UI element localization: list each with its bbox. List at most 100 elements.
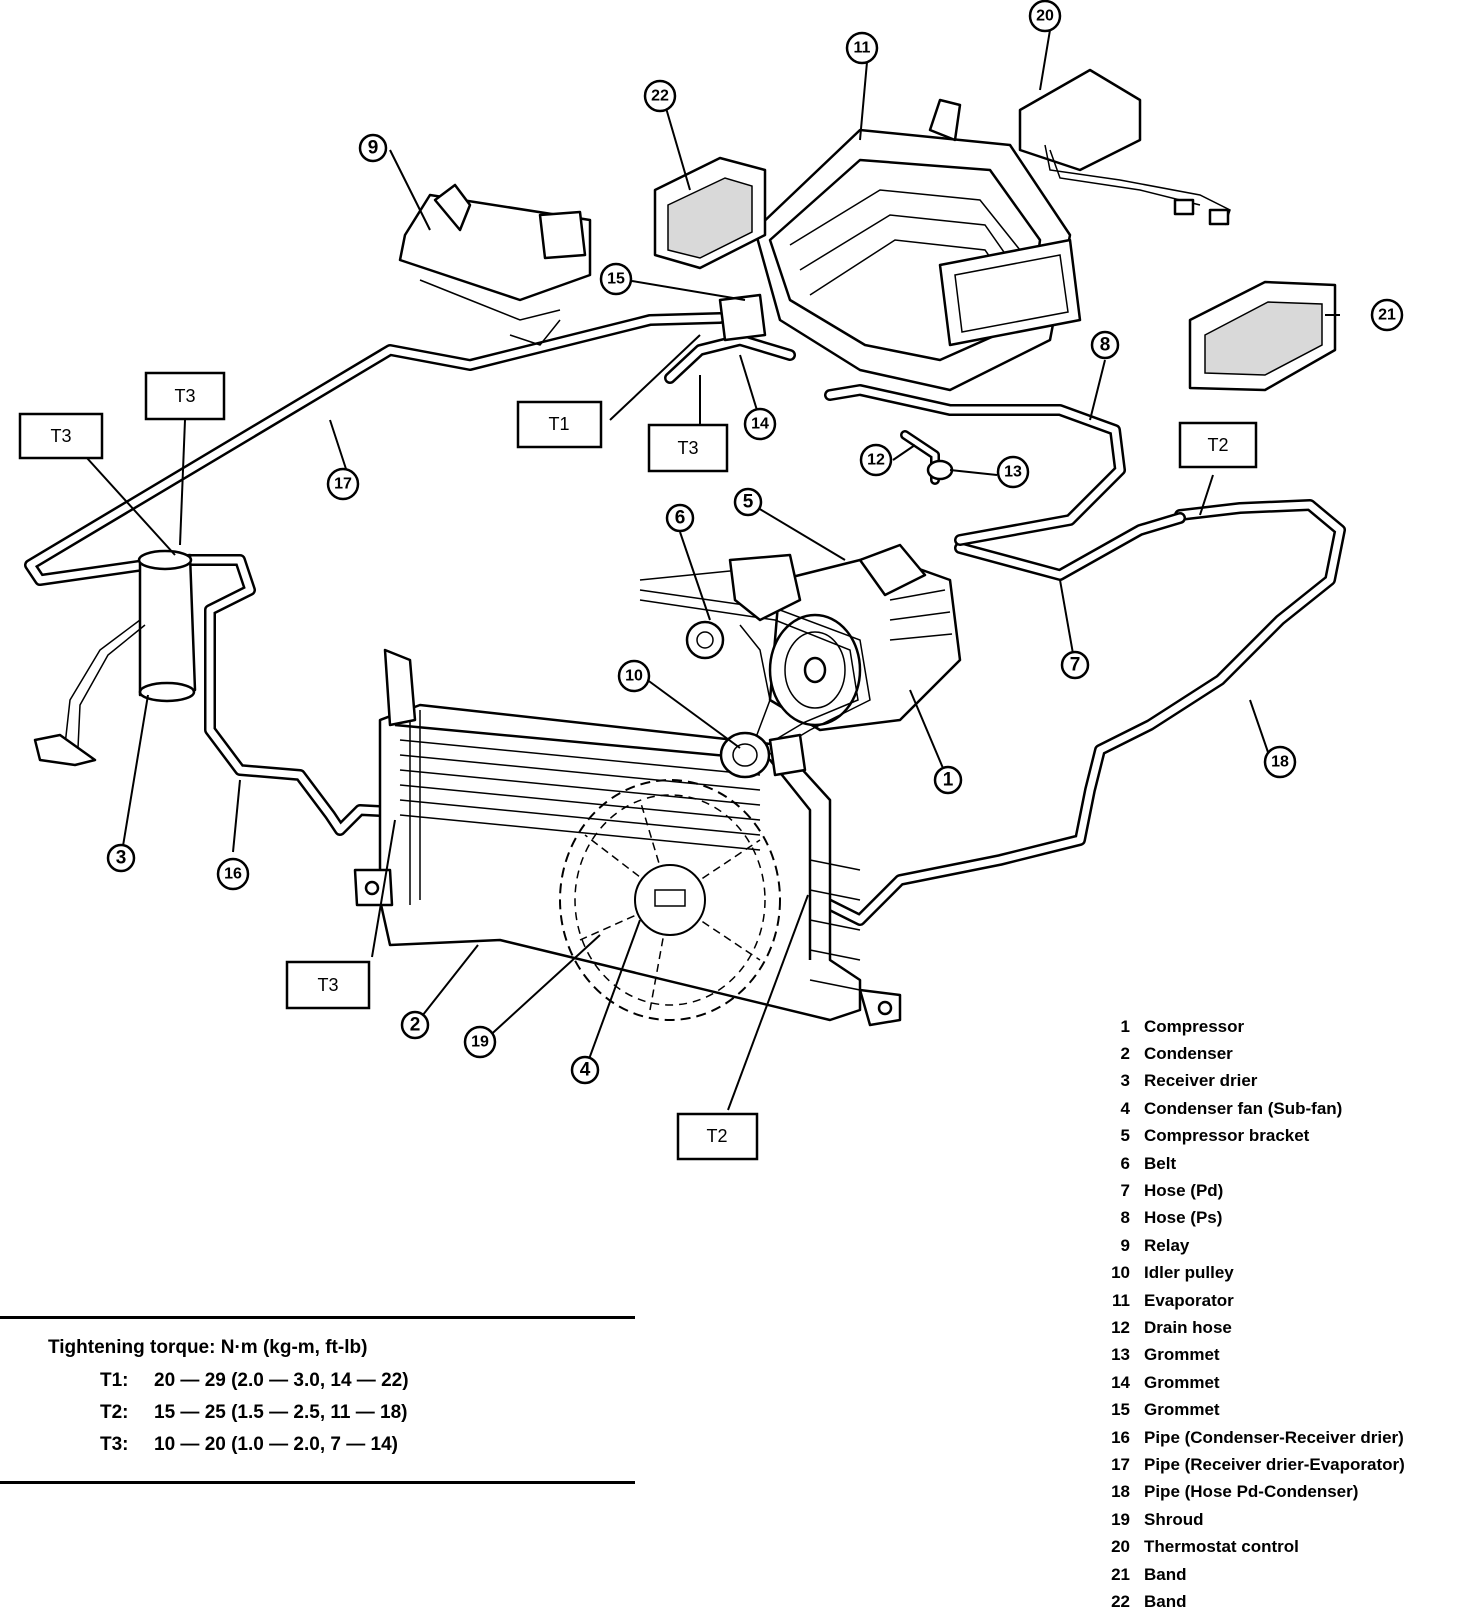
legend-number: 20 [1111,1537,1130,1557]
svg-text:2: 2 [410,1015,421,1036]
legend-label: Shroud [1144,1509,1204,1529]
svg-text:8: 8 [1100,335,1111,356]
callout-1: 1 [933,765,963,795]
callout-18: 18 [1263,745,1297,779]
legend-item: 19 Shroud [1090,1506,1460,1533]
callout-14: 14 [743,407,777,441]
torque-value: 15 — 25 (1.5 — 2.5, 11 — 18) [154,1402,408,1423]
condenser-fan-shroud [559,779,781,1021]
svg-text:19: 19 [471,1034,489,1051]
svg-text:14: 14 [751,416,769,433]
hose-8 [824,384,1126,546]
legend-number: 17 [1111,1454,1130,1474]
band-21 [1188,280,1337,392]
legend-item: 15 Grommet [1090,1396,1460,1423]
callout-11: 11 [845,31,879,65]
torque-box-t2-top: T2 [1178,421,1258,469]
svg-text:4: 4 [580,1060,591,1081]
torque-key: T2: [100,1402,129,1423]
torque-box-t3-bottom: T3 [285,960,371,1010]
legend-item: 17 Pipe (Receiver drier-Evaporator) [1090,1451,1460,1478]
callout-15: 15 [599,262,633,296]
compressor-bracket [685,553,802,741]
legend-label: Belt [1144,1153,1177,1173]
callout-19: 19 [463,1025,497,1059]
torque-title: Tightening torque: N·m (kg-m, ft-lb) [48,1337,368,1358]
legend-item: 5 Compressor bracket [1090,1123,1460,1150]
bottom-rule [0,1481,635,1484]
callout-22: 22 [643,79,677,113]
torque-box-t1: T1 [516,400,603,449]
callout-10: 10 [617,659,651,693]
svg-text:20: 20 [1036,8,1054,25]
thermostat-control [1018,68,1231,226]
torque-row: T3:10 — 20 (1.0 — 2.0, 7 — 14) [100,1429,635,1461]
legend-number: 2 [1120,1044,1130,1064]
callout-5: 5 [733,487,763,517]
callout-7: 7 [1060,650,1090,680]
receiver-drier [33,549,197,767]
legend-label: Thermostat control [1144,1537,1299,1557]
legend-number: 16 [1111,1427,1130,1447]
legend-label: Band [1144,1591,1187,1611]
legend-item: 2 Condenser [1090,1040,1460,1067]
legend-label: Compressor [1144,1016,1245,1036]
svg-text:T3: T3 [317,975,338,995]
svg-text:15: 15 [607,271,625,288]
legend-number: 11 [1112,1290,1130,1310]
svg-text:T3: T3 [174,386,195,406]
callout-2: 2 [400,1010,430,1040]
legend-number: 22 [1111,1591,1130,1611]
legend-label: Compressor bracket [1144,1126,1310,1146]
svg-text:21: 21 [1378,307,1396,324]
idler-pulley [719,731,807,779]
legend-label: Grommet [1144,1345,1220,1365]
svg-text:11: 11 [854,40,871,57]
torque-row: T2: 15 — 25 (1.5 — 2.5, 11 — 18) [100,1397,635,1429]
callout-16: 16 [216,857,250,891]
legend-label: Hose (Ps) [1144,1208,1223,1228]
legend-item: 4 Condenser fan (Sub-fan) [1090,1095,1460,1122]
svg-text:T1: T1 [548,414,569,434]
legend-label: Pipe (Receiver drier-Evaporator) [1144,1454,1405,1474]
svg-text:17: 17 [334,476,352,493]
svg-text:T3: T3 [677,438,698,458]
torque-value: 20 — 29 (2.0 — 3.0, 14 — 22) [154,1370,409,1391]
leader-lines [76,29,1340,1111]
svg-text:13: 13 [1004,464,1022,481]
legend-number: 5 [1120,1126,1130,1146]
svg-text:16: 16 [224,866,242,883]
legend-label: Condenser fan (Sub-fan) [1144,1098,1343,1118]
callout-6: 6 [665,503,695,533]
callout-21: 21 [1370,298,1404,332]
svg-text:18: 18 [1271,754,1289,771]
legend-number: 15 [1111,1400,1130,1420]
hose-7 [954,512,1186,581]
legend-number: 14 [1111,1372,1130,1392]
legend-label: Relay [1144,1235,1190,1255]
legend-number: 19 [1111,1509,1130,1529]
callout-17: 17 [326,467,360,501]
svg-text:T3: T3 [50,426,71,446]
svg-text:1: 1 [943,770,954,791]
legend-number: 13 [1111,1345,1130,1365]
legend-label: Grommet [1144,1400,1220,1420]
legend-label: Receiver drier [1144,1071,1258,1091]
legend-number: 4 [1120,1098,1130,1118]
legend-label: Idler pulley [1144,1263,1234,1283]
svg-text:12: 12 [867,452,885,469]
callout-8: 8 [1090,330,1120,360]
callout-20: 20 [1028,0,1062,33]
legend-label: Condenser [1144,1044,1233,1064]
